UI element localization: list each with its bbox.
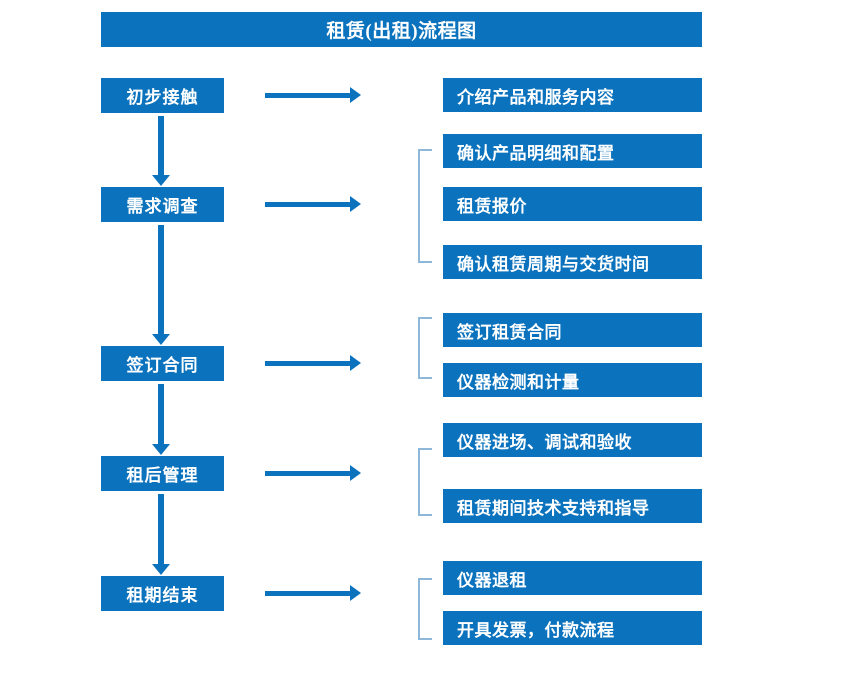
detail-box-10[interactable]: 开具发票，付款流程 [443,611,702,645]
group-bracket-2 [418,317,432,379]
horizontal-arrow-3 [265,355,361,371]
stage-box-1[interactable]: 初步接触 [101,78,224,113]
detail-box-8[interactable]: 租赁期间技术支持和指导 [443,489,702,523]
vertical-arrow-4 [152,494,170,575]
horizontal-arrow-2 [265,196,361,212]
stage-box-3[interactable]: 签订合同 [101,346,224,381]
group-bracket-4 [418,578,432,640]
horizontal-arrow-5 [265,585,361,601]
detail-box-3[interactable]: 租赁报价 [443,187,702,221]
group-bracket-1 [418,149,432,263]
vertical-arrow-1 [152,116,170,186]
detail-box-6[interactable]: 仪器检测和计量 [443,363,702,397]
detail-box-5[interactable]: 签订租赁合同 [443,313,702,347]
vertical-arrow-2 [152,225,170,345]
detail-box-9[interactable]: 仪器退租 [443,561,702,595]
horizontal-arrow-4 [265,465,361,481]
detail-box-1[interactable]: 介绍产品和服务内容 [443,78,702,112]
detail-box-4[interactable]: 确认租赁周期与交货时间 [443,245,702,279]
detail-box-7[interactable]: 仪器进场、调试和验收 [443,423,702,457]
vertical-arrow-3 [152,384,170,455]
group-bracket-3 [418,448,432,516]
horizontal-arrow-1 [265,87,361,103]
diagram-title: 租赁(出租)流程图 [101,12,702,47]
stage-box-5[interactable]: 租期结束 [101,576,224,611]
stage-box-4[interactable]: 租后管理 [101,456,224,491]
stage-box-2[interactable]: 需求调查 [101,187,224,222]
detail-box-2[interactable]: 确认产品明细和配置 [443,134,702,168]
